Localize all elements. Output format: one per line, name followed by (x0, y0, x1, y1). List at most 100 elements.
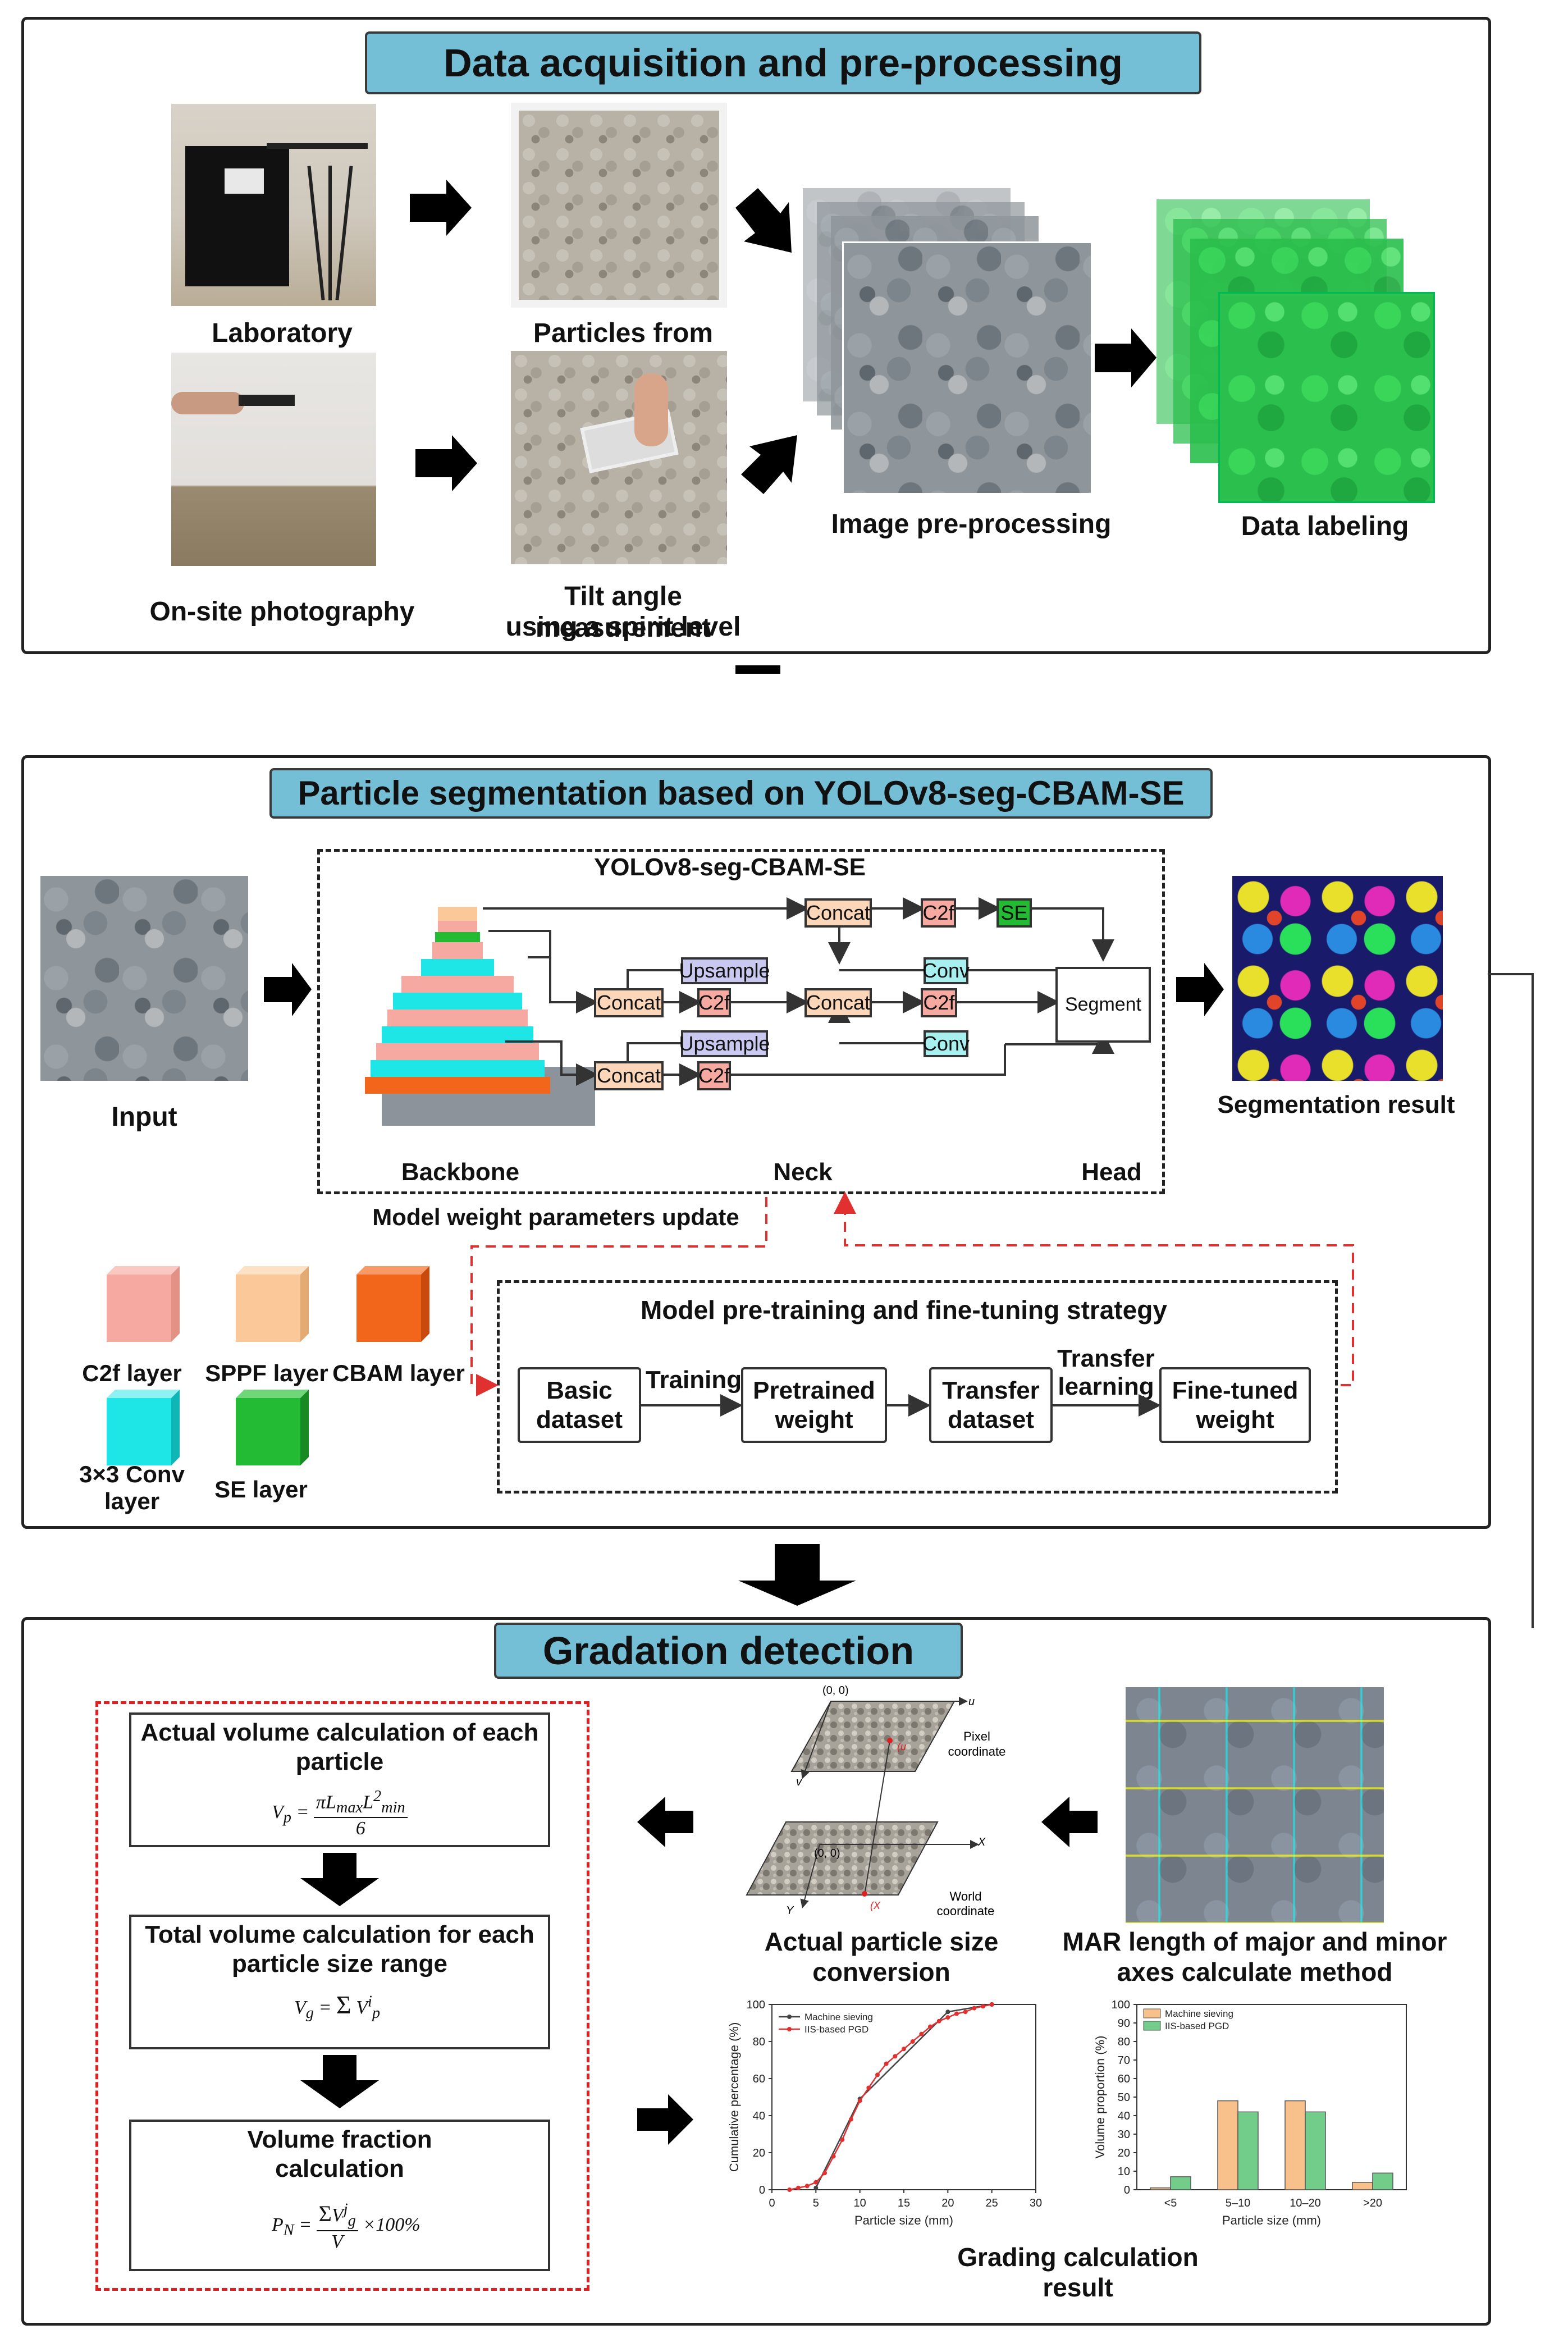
pretrained-weight-box: Pretrained weight (741, 1367, 887, 1443)
pyramid-layer-c2f-3 (401, 976, 514, 993)
y-tick-label: 100 (1112, 1999, 1130, 2011)
section1-title: Data acquisition and pre-processing (365, 31, 1201, 94)
grading-line1: Grading calculation (957, 2242, 1199, 2272)
pyramid-layer-c2f-4 (432, 942, 483, 959)
caption-onsite: On-site photography (149, 597, 415, 627)
caption-preprocess: Image pre-processing (831, 509, 1112, 539)
block-concat-top: Concat (804, 898, 872, 928)
legend-marker-1 (787, 2027, 792, 2031)
series-1-point (902, 2047, 906, 2052)
training-label: Training (646, 1366, 742, 1394)
series-1-point (893, 2054, 898, 2059)
series-1-point (849, 2117, 853, 2122)
y-tick-label: 80 (1118, 2036, 1130, 2048)
section2-arrows (264, 963, 1534, 1628)
arrow-model-to-result (1176, 963, 1224, 1016)
coord-xy: (X (870, 1900, 881, 1911)
series-1-point (804, 2184, 810, 2189)
formula-pn: PN = ΣVjg V ×100% (272, 2200, 420, 2252)
bar-0-3 (1352, 2182, 1373, 2190)
pyramid-layer-cbam-1 (365, 1077, 550, 1094)
mar-image (1126, 1687, 1384, 1923)
coordinate-conversion-diagram: (0, 0) u v Pixel coordinate (u (0, 0) X … (746, 1684, 1006, 1918)
block-c2f-top: C2f (921, 898, 956, 928)
coord-xw: X (977, 1836, 986, 1848)
block-c2f-mid: C2f (921, 988, 957, 1017)
total-volume-box: Total volume calculation for each partic… (129, 1915, 550, 2049)
legend-conv-label-line1: 3×3 Conv (79, 1461, 185, 1487)
legend-swatch-0 (1143, 2008, 1161, 2018)
volume-fraction-box: Volume fraction calculation PN = ΣVjg V … (129, 2120, 550, 2271)
block-se: SE (996, 898, 1032, 928)
x-tick-label: 5 (813, 2197, 819, 2209)
coord-v: v (796, 1776, 802, 1788)
block-concat-mid: Concat (804, 988, 872, 1017)
arrow-preprocess-to-labeling (1095, 328, 1156, 387)
x-tick-label: 10–20 (1290, 2197, 1321, 2209)
coord-world-line1: World (949, 1889, 981, 1903)
y-tick-label: 100 (747, 1999, 765, 2011)
tilt-photo (511, 351, 727, 564)
x-tick-label: 15 (898, 2197, 910, 2209)
x-tick-label: 20 (941, 2197, 954, 2209)
y-tick-label: 70 (1118, 2054, 1130, 2067)
block-concat-bottom: Concat (594, 1061, 664, 1090)
section1-arrows (410, 180, 1156, 674)
label-front-image (1218, 292, 1435, 503)
formula-vp: Vp = πLmaxL2min 6 (272, 1788, 418, 1839)
pretrained-weight-line2: weight (775, 1405, 853, 1433)
series-1-point (884, 2061, 889, 2066)
coord-pixel-line2: coordinate (948, 1744, 1006, 1759)
coord-u: u (968, 1696, 975, 1708)
basic-dataset-box: Basic dataset (518, 1367, 641, 1443)
series-1-point (954, 2011, 959, 2016)
legend-c2f-label: C2f layer (82, 1360, 182, 1386)
pretrained-weight-line1: Pretrained (753, 1376, 875, 1404)
input-image (40, 876, 248, 1081)
bar-0-2 (1284, 2100, 1306, 2190)
legend-cube-c2f (107, 1266, 180, 1342)
y-tick-label: 20 (1118, 2147, 1130, 2159)
arrow-vol-to-total (300, 1853, 379, 1906)
series-1-point (963, 2009, 968, 2015)
section3-title: Gradation detection (494, 1623, 963, 1679)
legend-cube-conv (107, 1390, 180, 1465)
arrow-input-to-model (264, 963, 312, 1016)
x-tick-label: 5–10 (1226, 2197, 1251, 2209)
size-conversion-line2: conversion (812, 1957, 950, 1986)
formula-dashed-box (95, 1701, 589, 2291)
series-1-point (945, 2015, 950, 2020)
block-c2f-mid-left: C2f (697, 988, 731, 1017)
total-volume-line2: particle size range (232, 1950, 447, 1977)
series-line-0 (815, 2003, 992, 2189)
block-conv-2: Conv (922, 1030, 970, 1057)
layer-legend (107, 1266, 429, 1465)
y-tick-label: 20 (753, 2147, 765, 2159)
legend-label-1: IIS-based PGD (1165, 2021, 1229, 2031)
arrow-mar-to-conversion (1041, 1797, 1098, 1847)
y-tick-label: 40 (1118, 2110, 1130, 2122)
block-conv-1: Conv (922, 957, 970, 984)
x-tick-label: 25 (986, 2197, 998, 2209)
world-plane (746, 1821, 939, 1896)
block-upsample-1: Upsample (679, 957, 770, 984)
arrow-section1-to-section2 (735, 665, 780, 674)
pyramid-layer-se (435, 932, 480, 942)
series-1-point (936, 2018, 941, 2024)
coord-origin-world: (0, 0) (814, 1847, 840, 1860)
bar-1-2 (1305, 2111, 1326, 2190)
transfer-dataset-box: Transfer dataset (929, 1367, 1053, 1443)
series-1-point (857, 2098, 862, 2103)
segmentation-result-image (1232, 876, 1443, 1081)
x-tick-label: <5 (1164, 2197, 1177, 2209)
transfer-dataset-line2: dataset (947, 1405, 1035, 1433)
lab-photo (171, 104, 376, 306)
pyramid-layer-c2f-1 (376, 1043, 539, 1060)
bar-0-1 (1217, 2100, 1238, 2190)
series-1-point (928, 2024, 932, 2029)
series-1-point (822, 2171, 827, 2176)
legend-se-label: SE layer (214, 1476, 308, 1502)
series-0-point (813, 2185, 819, 2190)
size-conversion-line1: Actual particle size (764, 1927, 999, 1956)
